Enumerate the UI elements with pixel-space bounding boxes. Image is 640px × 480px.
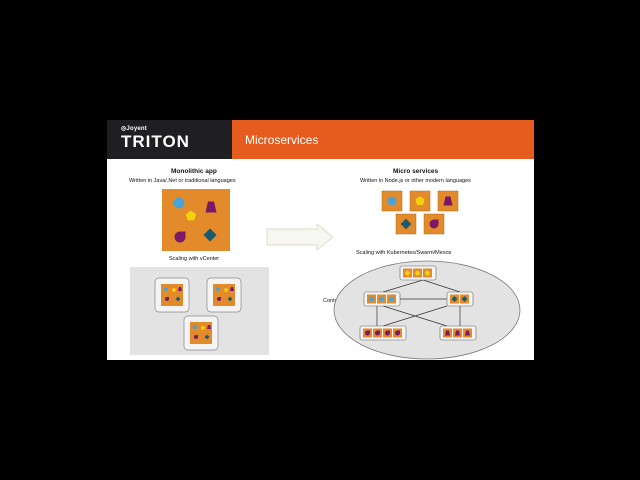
circle-icon xyxy=(164,287,168,291)
trapezoid-icon xyxy=(445,330,450,336)
connector-line xyxy=(422,279,461,293)
monolithic-app-block xyxy=(162,189,230,251)
vcenter-scaling-label: Scaling with vCenter xyxy=(169,256,220,262)
trapezoid-icon xyxy=(443,196,453,206)
pentagon-icon xyxy=(171,287,177,292)
drop-icon xyxy=(194,335,198,339)
connector-line xyxy=(382,279,424,293)
drop-icon xyxy=(395,330,400,336)
trapezoid-icon xyxy=(455,330,460,336)
drop-icon xyxy=(375,330,380,336)
drop-icon xyxy=(385,330,390,336)
pentagon-icon xyxy=(185,210,197,221)
drop-icon xyxy=(174,231,186,243)
right-arrow-icon xyxy=(266,222,334,252)
pentagon-icon xyxy=(415,196,425,205)
pentagon-icon xyxy=(404,270,411,276)
trapezoid-icon xyxy=(230,287,234,291)
diamond-icon xyxy=(461,296,468,302)
pentagon-icon xyxy=(424,270,431,276)
trapezoid-icon xyxy=(465,330,470,336)
architecture-diagram xyxy=(130,189,521,360)
circle-icon xyxy=(216,287,220,291)
drop-icon xyxy=(365,330,370,336)
connector-line xyxy=(382,305,448,327)
diamond-icon xyxy=(203,228,217,242)
circle-icon xyxy=(173,197,185,209)
circle-icon xyxy=(387,196,397,206)
pentagon-icon xyxy=(200,325,206,330)
circle-icon xyxy=(379,296,384,302)
trapezoid-icon xyxy=(205,201,217,213)
triton-logo: TRITON xyxy=(121,132,190,151)
circle-icon xyxy=(369,296,374,302)
k8s-scaling-label: Scaling with Kubernetes/Swarm/Mesos xyxy=(356,250,452,256)
trapezoid-icon xyxy=(207,325,211,329)
slide: ◎Joyent TRITON Microservices Monolithic … xyxy=(107,120,534,360)
trapezoid-icon xyxy=(178,287,182,291)
micro-title: Micro services xyxy=(393,168,439,175)
monolithic-title: Monolithic app xyxy=(171,168,217,175)
pentagon-icon xyxy=(223,287,229,292)
circle-icon xyxy=(193,325,197,329)
monolithic-subtitle: Written in Java/.Net or traditional lang… xyxy=(129,178,236,184)
joyent-logo: ◎Joyent xyxy=(121,126,147,132)
drop-icon xyxy=(165,297,169,301)
drop-icon xyxy=(217,297,221,301)
title-bar: Microservices xyxy=(232,120,534,159)
brand-header: ◎Joyent TRITON xyxy=(107,120,232,159)
diamond-icon xyxy=(451,296,458,302)
drop-icon xyxy=(429,219,439,229)
diamond-icon xyxy=(400,218,412,230)
slide-title: Microservices xyxy=(245,133,319,147)
circle-icon xyxy=(389,296,394,302)
pentagon-icon xyxy=(414,270,421,276)
micro-subtitle: Written in Node.js or other modern langu… xyxy=(360,178,471,184)
